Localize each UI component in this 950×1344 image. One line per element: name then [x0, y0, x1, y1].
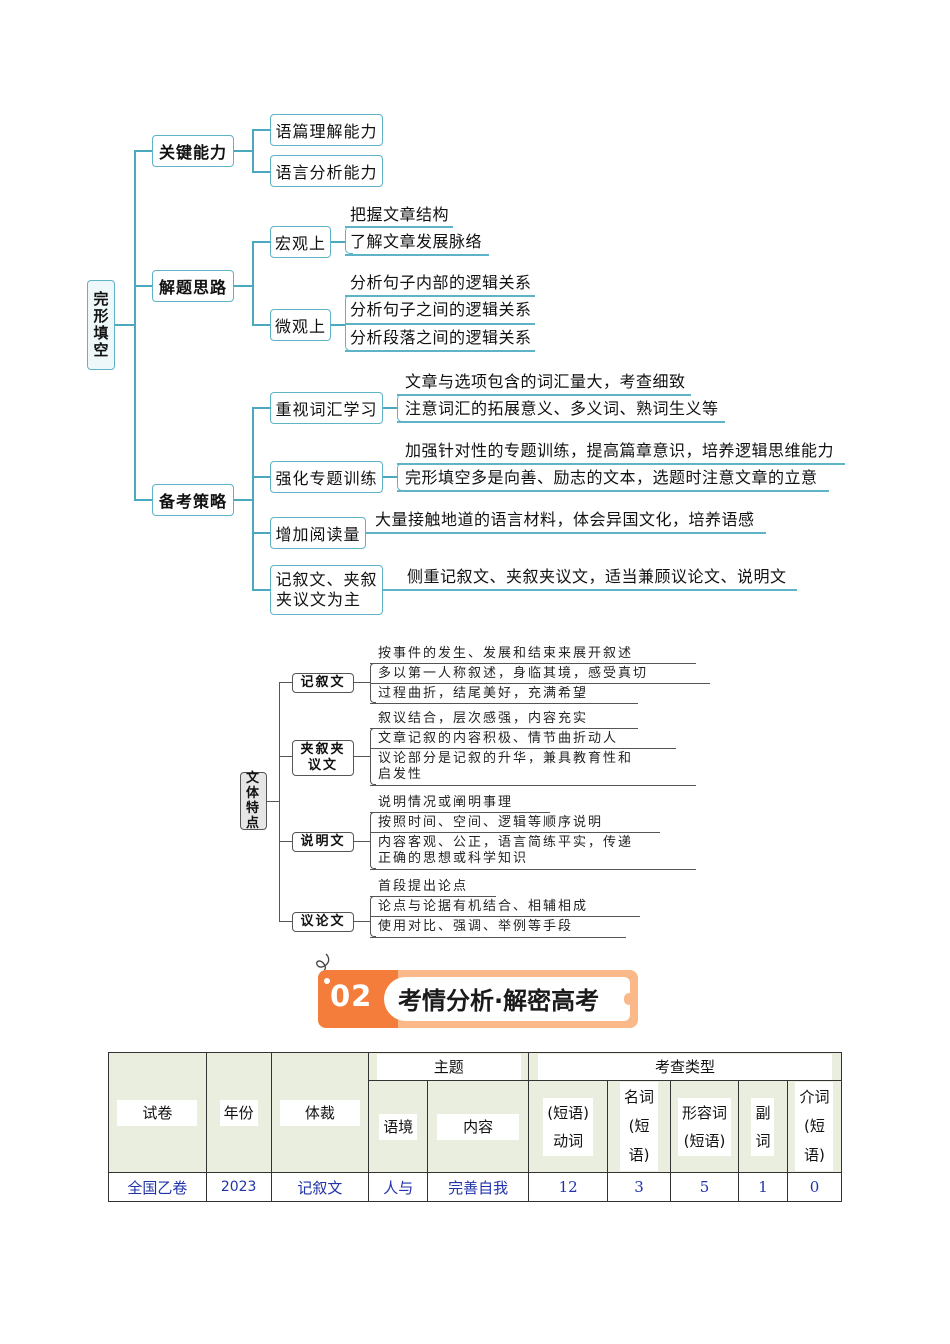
genre-expository: 说明文: [292, 832, 354, 852]
header-adverb: 副词: [737, 1080, 788, 1173]
cell-preposition: 0: [786, 1172, 843, 1202]
point: 侧重记叙文、夹叙夹议文，适当兼顾议论文、说明文: [407, 567, 787, 586]
exam-analysis-table: 试卷 年份 体裁 主题 考查类型 语境 内容 (短语)动词 名词(短语) 形容词…: [108, 1052, 843, 1202]
header-content: 内容: [427, 1080, 530, 1173]
point: 分析句子内部的逻辑关系: [350, 273, 532, 292]
section-title: 考情分析·解密高考: [398, 987, 600, 1015]
header-adjective: 形容词(短语): [670, 1080, 739, 1173]
header-verb: (短语)动词: [528, 1080, 609, 1173]
point: 按照时间、空间、逻辑等顺序说明: [378, 815, 604, 830]
point: 了解文章发展脉络: [350, 232, 483, 251]
table-row: 全国乙卷 2023 记叙文 人与 完善自我 12 3 5 1 0: [108, 1172, 843, 1202]
cell-genre: 记叙文: [270, 1172, 370, 1202]
header-noun: 名词(短语): [607, 1080, 672, 1173]
point: 分析句子之间的逻辑关系: [350, 300, 532, 319]
node-discourse-comprehension: 语篇理解能力: [270, 114, 383, 146]
point: 把握文章结构: [350, 205, 450, 224]
point: 内容客观、公正，语言简练平实，传递: [378, 835, 634, 850]
header-exam-type: 考查类型: [528, 1052, 842, 1081]
point: 说明情况或阐明事理: [378, 795, 514, 810]
header-context: 语境: [368, 1080, 429, 1173]
header-preposition: 介词(短语): [786, 1080, 843, 1173]
mindmap2-root: 文 体 特 点: [240, 771, 267, 831]
header-theme: 主题: [368, 1052, 530, 1081]
branch-preparation-strategy: 备考策略: [152, 484, 234, 516]
cell-paper: 全国乙卷: [108, 1172, 207, 1202]
cell-adjective: 5: [670, 1172, 739, 1202]
section-number: 02: [330, 979, 373, 1013]
point: 文章与选项包含的词汇量大，考查细致: [405, 372, 686, 391]
branch-solving-approach: 解题思路: [152, 270, 234, 302]
point: 过程曲折，结尾美好，充满希望: [378, 686, 589, 701]
point: 论点与论据有机结合、相辅相成: [378, 899, 589, 914]
branch-key-abilities: 关键能力: [152, 135, 234, 167]
point: 注意词汇的拓展意义、多义词、熟词生义等: [405, 399, 719, 418]
mindmap-root: 完形填空: [87, 280, 115, 370]
section-banner: 02 考情分析·解密高考: [316, 953, 638, 1028]
point: 议论部分是记叙的升华，兼具教育性和: [378, 751, 634, 766]
node-micro: 微观上: [270, 309, 331, 341]
cell-content: 完善自我: [427, 1172, 530, 1202]
point: 分析段落之间的逻辑关系: [350, 328, 532, 347]
point: 叙议结合，层次感强，内容充实: [378, 711, 589, 726]
point: 多以第一人称叙述，身临其境，感受真切: [378, 666, 649, 681]
node-language-analysis: 语言分析能力: [270, 155, 383, 187]
genre-argumentative: 议论文: [292, 912, 354, 932]
genre-narrative: 记叙文: [292, 673, 354, 693]
cell-adverb: 1: [737, 1172, 788, 1202]
node-vocabulary: 重视词汇学习: [270, 392, 383, 424]
node-special-training: 强化专题训练: [270, 461, 383, 493]
node-reading-volume: 增加阅读量: [270, 517, 366, 549]
point: 大量接触地道的语言材料，体会异国文化，培养语感: [375, 510, 755, 529]
header-genre: 体裁: [270, 1052, 370, 1173]
point: 正确的思想或科学知识: [378, 851, 529, 866]
header-paper: 试卷: [108, 1052, 207, 1173]
point: 完形填空多是向善、励志的文本，选题时注意文章的立意: [405, 468, 818, 487]
point: 按事件的发生、发展和结束来展开叙述: [378, 646, 634, 661]
cell-noun: 3: [607, 1172, 672, 1202]
point: 首段提出论点: [378, 879, 469, 894]
point: 使用对比、强调、举例等手段: [378, 919, 574, 934]
point: 加强针对性的专题训练，提高篇章意识，培养逻辑思维能力: [405, 441, 835, 460]
tag-hole-icon: [324, 978, 330, 984]
cell-year: 2023: [205, 1172, 272, 1202]
cell-context: 人与: [368, 1172, 429, 1202]
point: 启发性: [378, 767, 424, 782]
point: 文章记叙的内容积极、情节曲折动人: [378, 731, 619, 746]
node-macro: 宏观上: [270, 226, 331, 258]
cell-verb: 12: [528, 1172, 609, 1202]
header-year: 年份: [205, 1052, 272, 1173]
genre-narrative-argumentative: 夹叙夹 议文: [292, 740, 354, 776]
node-narrative-focus: 记叙文、夹叙 夹议文为主: [270, 565, 383, 615]
